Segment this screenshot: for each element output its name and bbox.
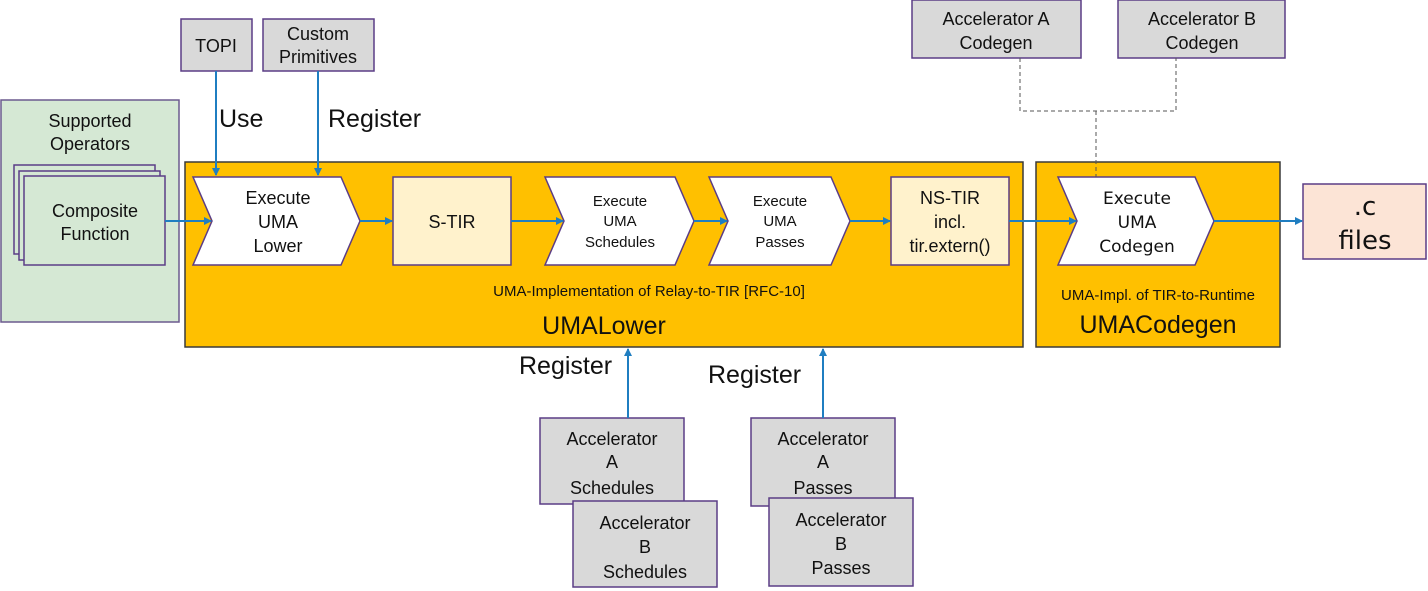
execute-uma-lower-step <box>191 176 361 266</box>
accelerator-b-passes-label-2: B <box>835 534 847 554</box>
uma-lower-caption: UMA-Implementation of Relay-to-TIR [RFC-… <box>493 283 805 300</box>
accelerator-b-passes-label-3: Passes <box>811 558 870 578</box>
flow-arrows <box>165 71 1303 418</box>
accelerator-a-passes-label-2: A <box>817 452 829 472</box>
execute-uma-lower-label-2: UMA <box>258 212 298 232</box>
execute-uma-lower-label-1: Execute <box>245 188 310 208</box>
c-files-label-1: .c <box>1354 192 1377 222</box>
execute-uma-passes-label-3: Passes <box>755 234 804 251</box>
use-label: Use <box>219 105 263 133</box>
topi-label: TOPI <box>195 36 237 56</box>
ns-tir-label-3: tir.extern() <box>909 236 990 256</box>
c-files-box <box>1302 183 1427 260</box>
codegen-dashed-connector <box>1019 58 1177 177</box>
execute-uma-passes-label-1: Execute <box>753 193 807 210</box>
accelerator-a-schedules-label-2: A <box>606 452 618 472</box>
accelerator-b-passes-label-1: Accelerator <box>795 510 886 530</box>
ns-tir-label-2: incl. <box>934 212 966 232</box>
execute-uma-passes-step <box>707 176 851 266</box>
accelerator-a-schedules-label-3: Schedules <box>570 478 654 498</box>
custom-primitives-box <box>262 18 375 72</box>
register-passes-label: Register <box>708 361 801 389</box>
execute-uma-codegen-label-3: Codegen <box>1099 237 1175 257</box>
accelerator-b-codegen-box <box>1117 0 1286 59</box>
ns-tir-box <box>890 176 1010 266</box>
accelerator-a-codegen-label-2: Codegen <box>959 33 1032 53</box>
accelerator-b-schedules-label-2: B <box>639 537 651 557</box>
composite-function-label-2: Function <box>60 224 129 244</box>
uma-codegen-caption: UMA-Impl. of TIR-to-Runtime <box>1061 287 1255 304</box>
accelerator-a-passes-label-3: Passes <box>793 478 852 498</box>
accelerator-a-schedules-box <box>539 417 685 505</box>
accelerator-a-passes-box <box>750 417 896 507</box>
composite-function-label-1: Composite <box>52 201 138 221</box>
ns-tir-label-1: NS-TIR <box>920 188 980 208</box>
accelerator-b-codegen-label-2: Codegen <box>1165 33 1238 53</box>
supported-operators-title-2: Operators <box>50 134 130 154</box>
c-files-label-2: files <box>1338 226 1391 256</box>
execute-uma-codegen-label-1: Execute <box>1103 189 1171 209</box>
accelerator-b-schedules-label-1: Accelerator <box>599 513 690 533</box>
accelerator-b-codegen-label-1: Accelerator B <box>1148 9 1256 29</box>
execute-uma-schedules-label-3: Schedules <box>585 234 655 251</box>
register-top-label: Register <box>328 105 421 133</box>
execute-uma-schedules-label-1: Execute <box>593 193 647 210</box>
accelerator-a-codegen-box <box>911 0 1082 59</box>
accelerator-a-schedules-label-1: Accelerator <box>566 429 657 449</box>
accelerator-b-schedules-label-3: Schedules <box>603 562 687 582</box>
s-tir-label: S-TIR <box>429 212 476 232</box>
accelerator-b-schedules-box <box>572 500 718 588</box>
composite-function-box <box>23 175 166 266</box>
execute-uma-schedules-step <box>543 176 695 266</box>
uma-codegen-title: UMACodegen <box>1079 311 1236 339</box>
accelerator-a-passes-label-1: Accelerator <box>777 429 868 449</box>
execute-uma-passes-label-2: UMA <box>763 213 796 230</box>
uma-lower-title: UMALower <box>542 312 666 340</box>
custom-primitives-label-2: Primitives <box>279 47 357 67</box>
accelerator-b-passes-box <box>768 497 914 587</box>
supported-operators-panel: Supported Operators Composite Function <box>0 99 180 323</box>
custom-primitives-label-1: Custom <box>287 24 349 44</box>
accelerator-a-codegen-label-1: Accelerator A <box>942 9 1049 29</box>
execute-uma-lower-label-3: Lower <box>253 236 302 256</box>
execute-uma-schedules-label-2: UMA <box>603 213 636 230</box>
execute-uma-codegen-step <box>1056 176 1215 266</box>
execute-uma-codegen-label-2: UMA <box>1118 213 1157 233</box>
supported-operators-title-1: Supported <box>48 111 131 131</box>
register-schedules-label: Register <box>519 352 612 380</box>
